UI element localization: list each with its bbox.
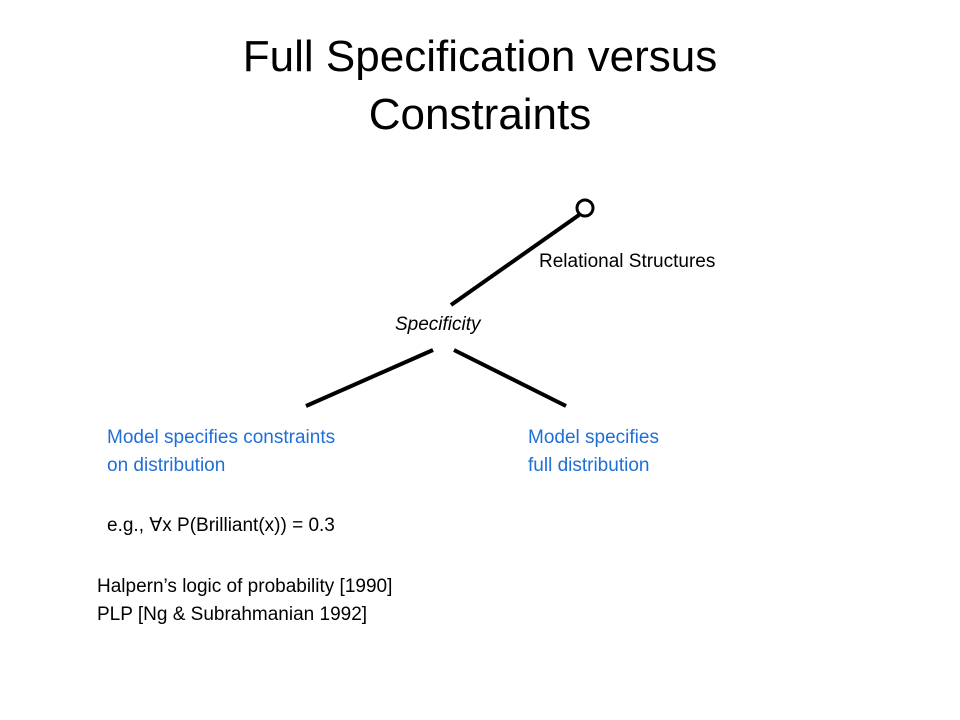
relational-structures-label: Relational Structures xyxy=(539,251,716,272)
edge-to-constraints xyxy=(305,348,434,408)
full-distribution-label-line-1: Model specifies xyxy=(528,427,659,448)
edge-to-full-distribution xyxy=(453,348,567,408)
reference-plp: PLP [Ng & Subrahmanian 1992] xyxy=(97,604,368,625)
constraints-label: Model specifies constraints on distribut… xyxy=(107,424,335,480)
specificity-label: Specificity xyxy=(395,314,481,335)
example-formula: e.g., ∀x P(Brilliant(x)) = 0.3 xyxy=(107,515,335,536)
reference-halpern: Halpern’s logic of probability [1990] xyxy=(97,576,393,597)
slide-title-line-1: Full Specification versus xyxy=(242,32,718,81)
root-node xyxy=(575,198,595,218)
references: Halpern’s logic of probability [1990] PL… xyxy=(97,573,392,629)
full-distribution-label-line-2: full distribution xyxy=(528,455,650,476)
slide-title: Full Specification versus Constraints xyxy=(80,28,880,144)
edge-root-to-specificity xyxy=(449,213,581,307)
full-distribution-label: Model specifies full distribution xyxy=(528,424,659,480)
constraints-label-line-1: Model specifies constraints xyxy=(107,427,336,448)
constraints-label-line-2: on distribution xyxy=(107,455,226,476)
slide-title-line-2: Constraints xyxy=(368,90,592,139)
